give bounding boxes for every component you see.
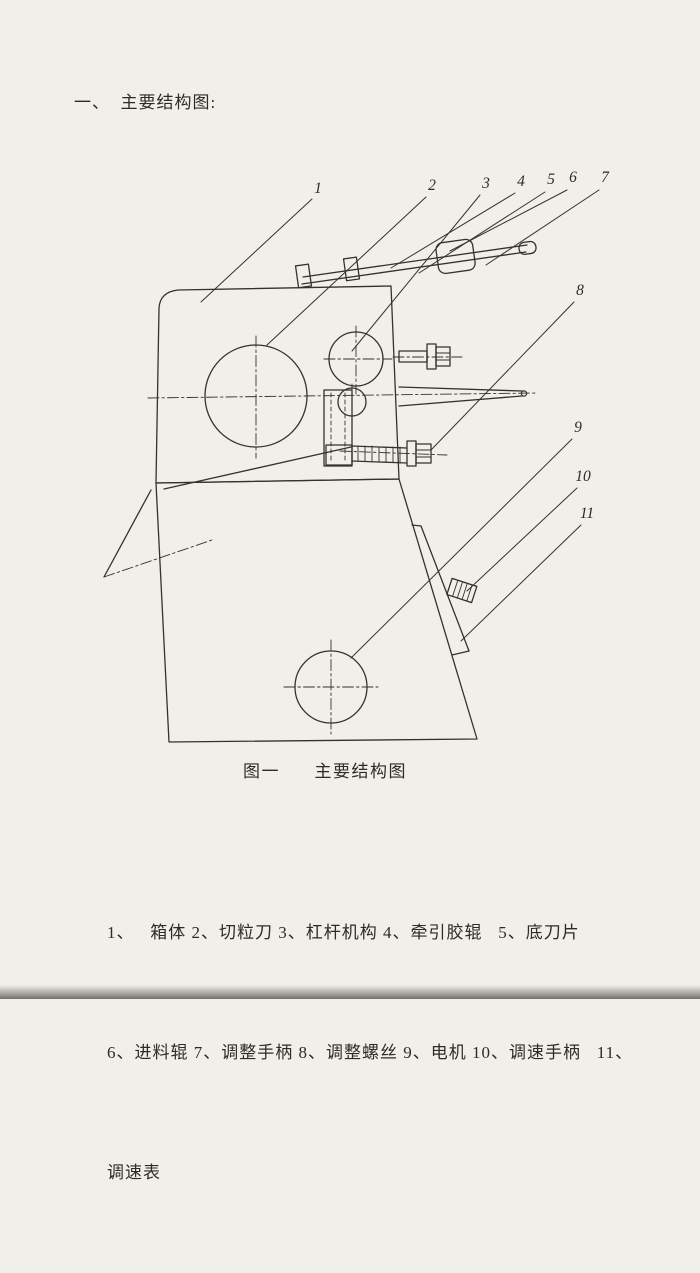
parts-legend: 1、 箱体 2、切粒刀 3、杠杆机构 4、牵引胶辊 5、底刀片 6、进料辊 7、… bbox=[107, 833, 633, 1273]
document-page: 一、 主要结构图: bbox=[0, 93, 700, 1182]
housing-inner-line bbox=[163, 446, 352, 490]
center-lines bbox=[103, 325, 537, 735]
callout-7: 7 bbox=[601, 169, 610, 186]
structure-diagram: 1 2 3 4 5 6 7 8 9 10 11 bbox=[103, 169, 610, 743]
scan-edge bbox=[0, 985, 700, 999]
speed-knob bbox=[446, 577, 478, 604]
callout-3: 3 bbox=[481, 175, 490, 192]
legend-line-3: 调速表 bbox=[107, 1163, 161, 1182]
callout-1: 1 bbox=[314, 180, 322, 197]
legend-line-2: 6、进料辊 7、调整手柄 8、调整螺丝 9、电机 10、调速手柄 11、 bbox=[107, 1043, 634, 1062]
motor-circle bbox=[294, 650, 368, 724]
lever-circle bbox=[328, 331, 384, 387]
cutter-roller-circle bbox=[204, 344, 308, 448]
callout-10: 10 bbox=[575, 468, 591, 485]
bottom-blade bbox=[398, 386, 528, 407]
lower-housing bbox=[155, 478, 478, 743]
legend-line-1: 1、 箱体 2、切粒刀 3、杠杆机构 4、牵引胶辊 5、底刀片 bbox=[107, 923, 580, 942]
lever-rod bbox=[294, 238, 537, 289]
callout-8: 8 bbox=[576, 282, 584, 299]
callout-11: 11 bbox=[580, 505, 594, 522]
knife-holder bbox=[323, 389, 353, 467]
adjust-screw bbox=[351, 440, 432, 467]
callout-4: 4 bbox=[517, 173, 525, 190]
figure-caption: 图一 主要结构图 bbox=[243, 762, 407, 781]
upper-housing bbox=[155, 285, 400, 484]
leader-lines bbox=[200, 189, 600, 659]
upper-bolt bbox=[398, 343, 451, 370]
callout-6: 6 bbox=[569, 169, 577, 186]
adjust-handle-knob bbox=[435, 238, 476, 275]
housing-flap-line bbox=[103, 489, 152, 578]
speed-panel bbox=[411, 524, 478, 656]
callout-5: 5 bbox=[547, 171, 555, 188]
callout-9: 9 bbox=[574, 419, 582, 436]
callout-2: 2 bbox=[428, 177, 436, 194]
section-heading: 一、 主要结构图: bbox=[74, 93, 217, 112]
callout-numbers: 1 2 3 4 5 6 7 8 9 10 11 bbox=[314, 169, 610, 522]
